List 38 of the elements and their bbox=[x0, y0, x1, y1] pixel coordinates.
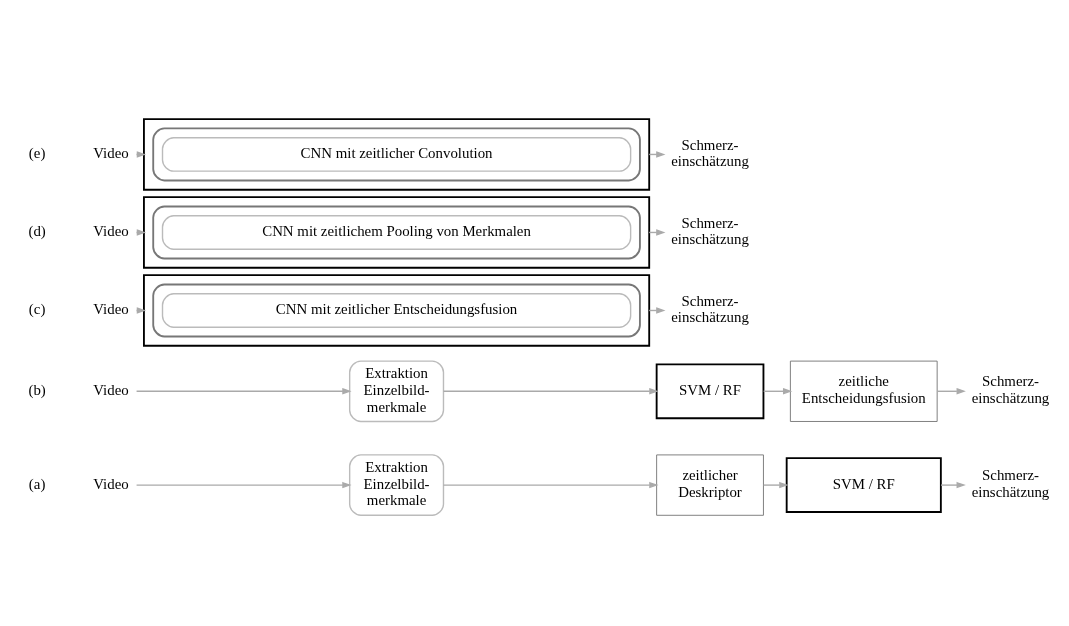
arrow bbox=[135, 387, 352, 395]
label: (d) bbox=[28, 222, 46, 239]
node-text: Video bbox=[93, 475, 129, 492]
node-box: zeitlicher Deskriptor bbox=[656, 453, 764, 516]
node-box: CNN mit zeitlicher Entscheidungsfusion bbox=[161, 292, 632, 328]
label: (a) bbox=[28, 475, 46, 492]
cluster bbox=[152, 127, 641, 181]
node-box: Extraktion Einzelbild- merkmale bbox=[348, 453, 445, 516]
arrow bbox=[936, 387, 966, 395]
node-text: Video bbox=[93, 381, 129, 398]
arrow bbox=[762, 481, 789, 488]
node-box: CNN mit zeitlichem Pooling von Merkmalen bbox=[161, 214, 632, 250]
node-text: Video bbox=[93, 222, 129, 239]
node-text: Schmerz- einschätzung bbox=[971, 466, 1050, 500]
arrow bbox=[442, 387, 659, 395]
label: (b) bbox=[28, 381, 46, 398]
arrow bbox=[442, 481, 659, 488]
label: (c) bbox=[28, 300, 46, 317]
arrow bbox=[940, 481, 966, 488]
node-text: Schmerz- einschätzung bbox=[671, 214, 749, 247]
cluster bbox=[143, 195, 651, 269]
node-box: CNN mit zeitlicher Convolution bbox=[161, 136, 632, 172]
cluster bbox=[152, 205, 641, 259]
node-text: Schmerz- einschätzung bbox=[671, 292, 749, 325]
cluster bbox=[143, 273, 651, 347]
node-box: SVM / RF bbox=[785, 456, 942, 513]
node-text: Schmerz- einschätzung bbox=[671, 136, 749, 169]
node-box: zeitliche Entscheidungsfusion bbox=[789, 360, 938, 422]
cluster bbox=[143, 117, 651, 191]
label: (e) bbox=[28, 144, 46, 161]
node-text: Video bbox=[93, 144, 129, 161]
node-text: Schmerz- einschätzung bbox=[971, 372, 1050, 406]
node-box: Extraktion Einzelbild- merkmale bbox=[348, 359, 445, 422]
node-box: SVM / RF bbox=[655, 362, 765, 419]
cluster bbox=[152, 283, 641, 337]
node-text: Video bbox=[93, 300, 129, 317]
arrow bbox=[135, 481, 352, 488]
arrow bbox=[762, 387, 793, 395]
